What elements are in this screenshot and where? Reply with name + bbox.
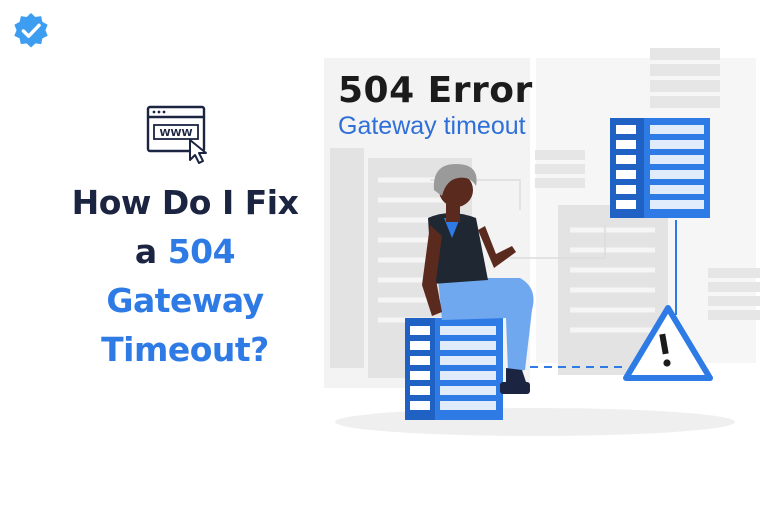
person-icon	[422, 164, 534, 394]
error-subtitle: Gateway timeout	[338, 112, 526, 140]
headline-line-3: Gateway	[106, 281, 264, 320]
error-illustration	[324, 48, 760, 436]
server-rack-icon	[405, 318, 503, 420]
headline-line-1: How Do I Fix	[71, 183, 299, 222]
server-rack-icon	[610, 118, 710, 218]
www-text: WWW	[159, 128, 192, 139]
browser-window-cursor-icon: WWW	[146, 105, 207, 164]
error-title: 504 Error	[338, 70, 533, 111]
verified-check-icon	[14, 12, 48, 48]
headline-line-4: Timeout?	[101, 330, 269, 369]
page-title: How Do I Fix a 504 Gateway Timeout?	[40, 178, 330, 374]
warning-triangle-icon	[623, 305, 713, 381]
headline-line-2b: 504	[167, 232, 236, 271]
headline-line-2a: a	[134, 232, 157, 271]
